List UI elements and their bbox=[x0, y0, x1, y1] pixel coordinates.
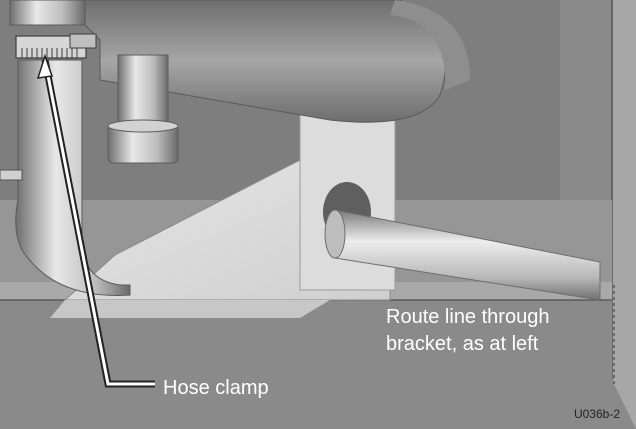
drain-fitting-body bbox=[117, 54, 169, 131]
hose-clamp-ridges bbox=[21, 48, 78, 58]
drain-fitting-rim bbox=[107, 119, 179, 133]
route-instruction-line-2: bracket, as at left bbox=[386, 333, 539, 355]
overhead-pipe-return bbox=[390, 0, 470, 90]
route-instruction-line-1: Route line through bbox=[386, 306, 550, 328]
leader-arrowhead bbox=[36, 53, 54, 79]
pipe-fitting-top bbox=[9, 0, 86, 26]
hose-clamp-leader bbox=[43, 59, 155, 386]
horizontal-pipe-end bbox=[324, 209, 346, 259]
clamp-screw bbox=[69, 33, 97, 49]
bolt bbox=[0, 169, 23, 181]
bracket-base bbox=[50, 300, 330, 318]
hose-clamp-label: Hose clamp bbox=[163, 377, 269, 399]
figure-id: U036b-2 bbox=[573, 407, 620, 421]
right-panel bbox=[612, 0, 636, 429]
front-base bbox=[0, 300, 612, 429]
